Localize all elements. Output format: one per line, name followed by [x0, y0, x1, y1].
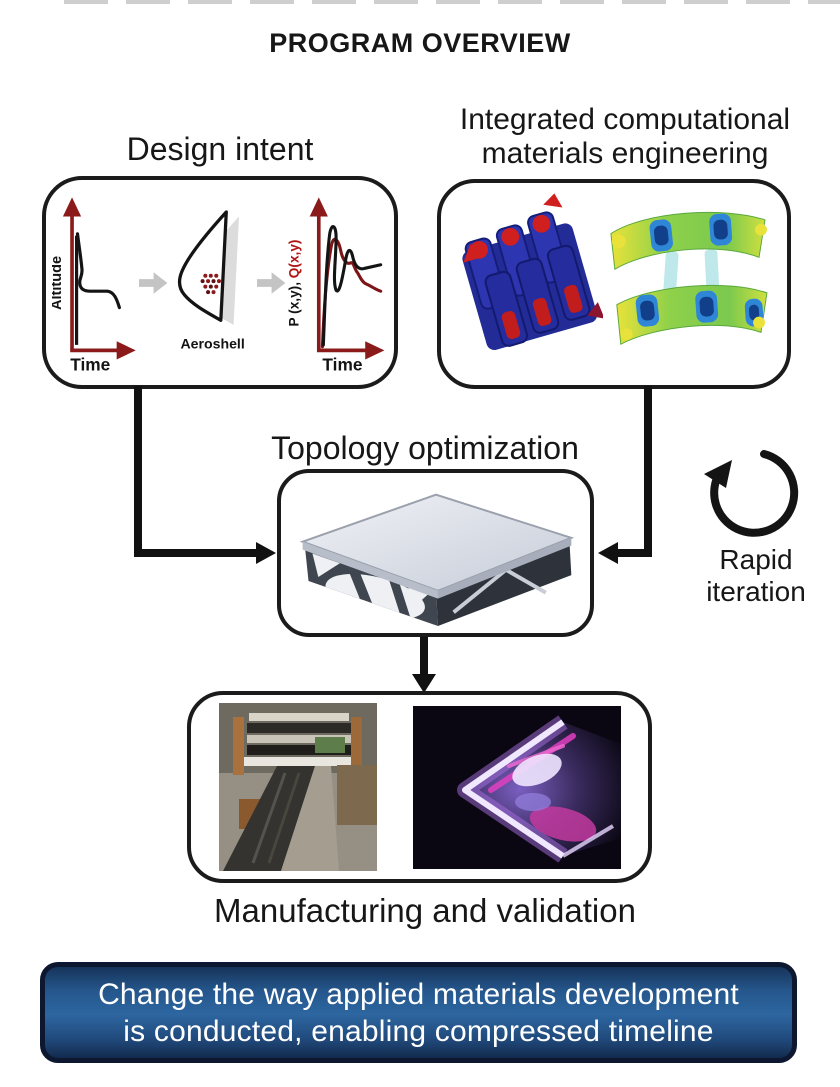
icme-box — [437, 179, 791, 389]
arrowhead-into-manufacturing — [412, 674, 436, 693]
icme-label: Integrated computational materials engin… — [415, 103, 835, 171]
manufacturing-label: Manufacturing and validation — [214, 892, 636, 929]
design-intent-box: Altitude Time Aeroshell — [42, 176, 398, 389]
time-axis-label: Time — [70, 354, 110, 374]
page-title: PROGRAM OVERVIEW — [269, 28, 571, 58]
svg-text:P (x,y), Q(x,y): P (x,y), Q(x,y) — [287, 239, 302, 326]
time-axis-label: Time — [322, 354, 362, 374]
x-axis-arrow-icon — [116, 340, 136, 359]
banner-line2: is conducted, enabling compressed timeli… — [123, 1014, 714, 1048]
connector-design-to-topology — [134, 549, 257, 557]
pq-axis-label-q: Q(x,y) — [287, 239, 302, 278]
rapid-iteration-cycle-icon — [704, 450, 799, 537]
rapid-iteration-label: Rapid iteration — [686, 544, 826, 608]
rapid-iteration-line1: Rapid — [719, 544, 793, 575]
banner-line1: Change the way applied materials develop… — [98, 977, 739, 1011]
topology-box — [277, 469, 594, 637]
arrowhead-into-topology-right — [598, 542, 618, 564]
arcjet-plasma-test-photo — [412, 705, 621, 869]
topology-optimized-panel — [299, 493, 574, 627]
y-axis-arrow-icon — [309, 196, 328, 217]
icme-label-line1: Integrated computational — [459, 103, 791, 136]
heating-spot-marker — [200, 273, 221, 294]
connector-topology-to-manufacturing — [420, 635, 428, 677]
connector-design-to-topology — [134, 386, 142, 557]
pq-axis-label-p: P (x,y), — [287, 278, 302, 326]
icme-label-line2: materials engineering — [481, 137, 769, 170]
voxel-composite-model — [462, 193, 604, 351]
altitude-time-plot: Altitude Time — [52, 196, 136, 374]
fem-stress-contour — [610, 211, 768, 346]
design-intent-label: Design intent — [126, 131, 314, 167]
connector-icme-to-topology — [644, 386, 652, 557]
rapid-iteration-line2: iteration — [706, 576, 806, 607]
flow-arrow-icon — [256, 271, 286, 294]
pressure-heating-plot: P (x,y), Q(x,y) Time — [287, 196, 385, 374]
topology-label: Topology optimization — [271, 430, 579, 466]
cropped-edge-artifact — [64, 0, 840, 4]
mission-statement-banner: Change the way applied materials develop… — [40, 962, 797, 1063]
manufacturing-box — [187, 691, 652, 883]
arrowhead-into-topology-left — [256, 542, 276, 564]
aeroshell-label: Aeroshell — [180, 335, 244, 351]
aeroshell-sketch: Aeroshell — [177, 209, 244, 351]
altitude-axis-label: Altitude — [52, 255, 65, 309]
y-axis-arrow-icon — [62, 196, 82, 217]
flow-arrow-icon — [138, 271, 167, 294]
connector-icme-to-topology — [617, 549, 652, 557]
x-axis-arrow-icon — [365, 340, 385, 359]
weaving-loom-photo — [218, 703, 377, 871]
